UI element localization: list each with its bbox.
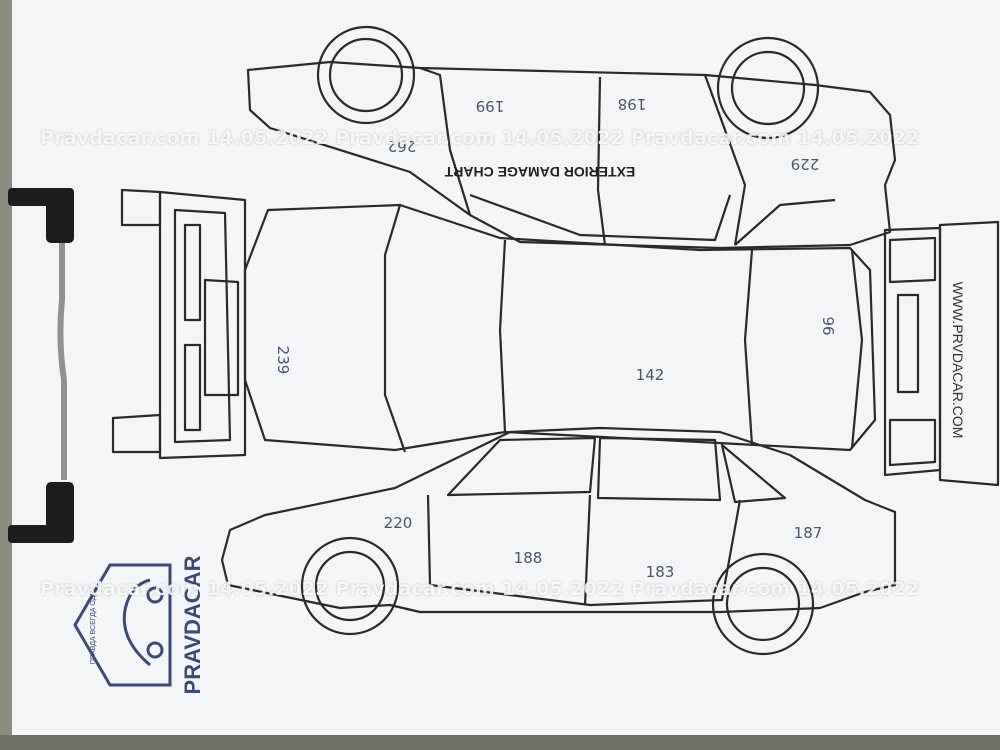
car-side-view-bottom — [220, 426, 897, 656]
car-rear-view — [883, 220, 1000, 487]
measure-side-top-rear-fender: 262 — [388, 137, 417, 155]
website-label: WWW.PRVDACAR.COM — [950, 282, 966, 439]
stamp-slogan: ПРАВДА ВСЕГДА ОДНА — [90, 585, 97, 664]
measure-side-bottom-front-door: 188 — [514, 549, 543, 567]
watermark-top: Pravdacar.com 14.05.2022 Pravdacar.com 1… — [40, 127, 920, 149]
pravdacar-stamp: PRAVDACAR ПРАВДА ВСЕГДА ОДНА — [73, 555, 205, 694]
car-top-view — [243, 203, 877, 453]
measure-side-top-front-fender: 229 — [791, 155, 820, 173]
measure-front-hood: 239 — [274, 346, 292, 375]
measure-side-bottom-front-fender: 220 — [384, 514, 413, 532]
measure-side-top-front-door: 198 — [618, 95, 647, 113]
clipboard-clip — [8, 188, 74, 543]
measure-trunk: 96 — [819, 316, 837, 335]
car-front-view — [111, 188, 247, 460]
chart-title: EXTERIOR DAMAGE CHART — [444, 164, 635, 180]
measure-side-top-rear-door: 199 — [476, 97, 505, 115]
watermark-bottom: Pravdacar.com 14.05.2022 Pravdacar.com 1… — [40, 578, 920, 600]
car-side-view-top — [246, 25, 897, 250]
measure-roof: 142 — [636, 366, 665, 384]
measure-side-bottom-rear-fender: 187 — [794, 524, 823, 542]
measure-side-bottom-rear-door: 183 — [646, 563, 675, 581]
stamp-brand: PRAVDACAR — [180, 555, 205, 694]
